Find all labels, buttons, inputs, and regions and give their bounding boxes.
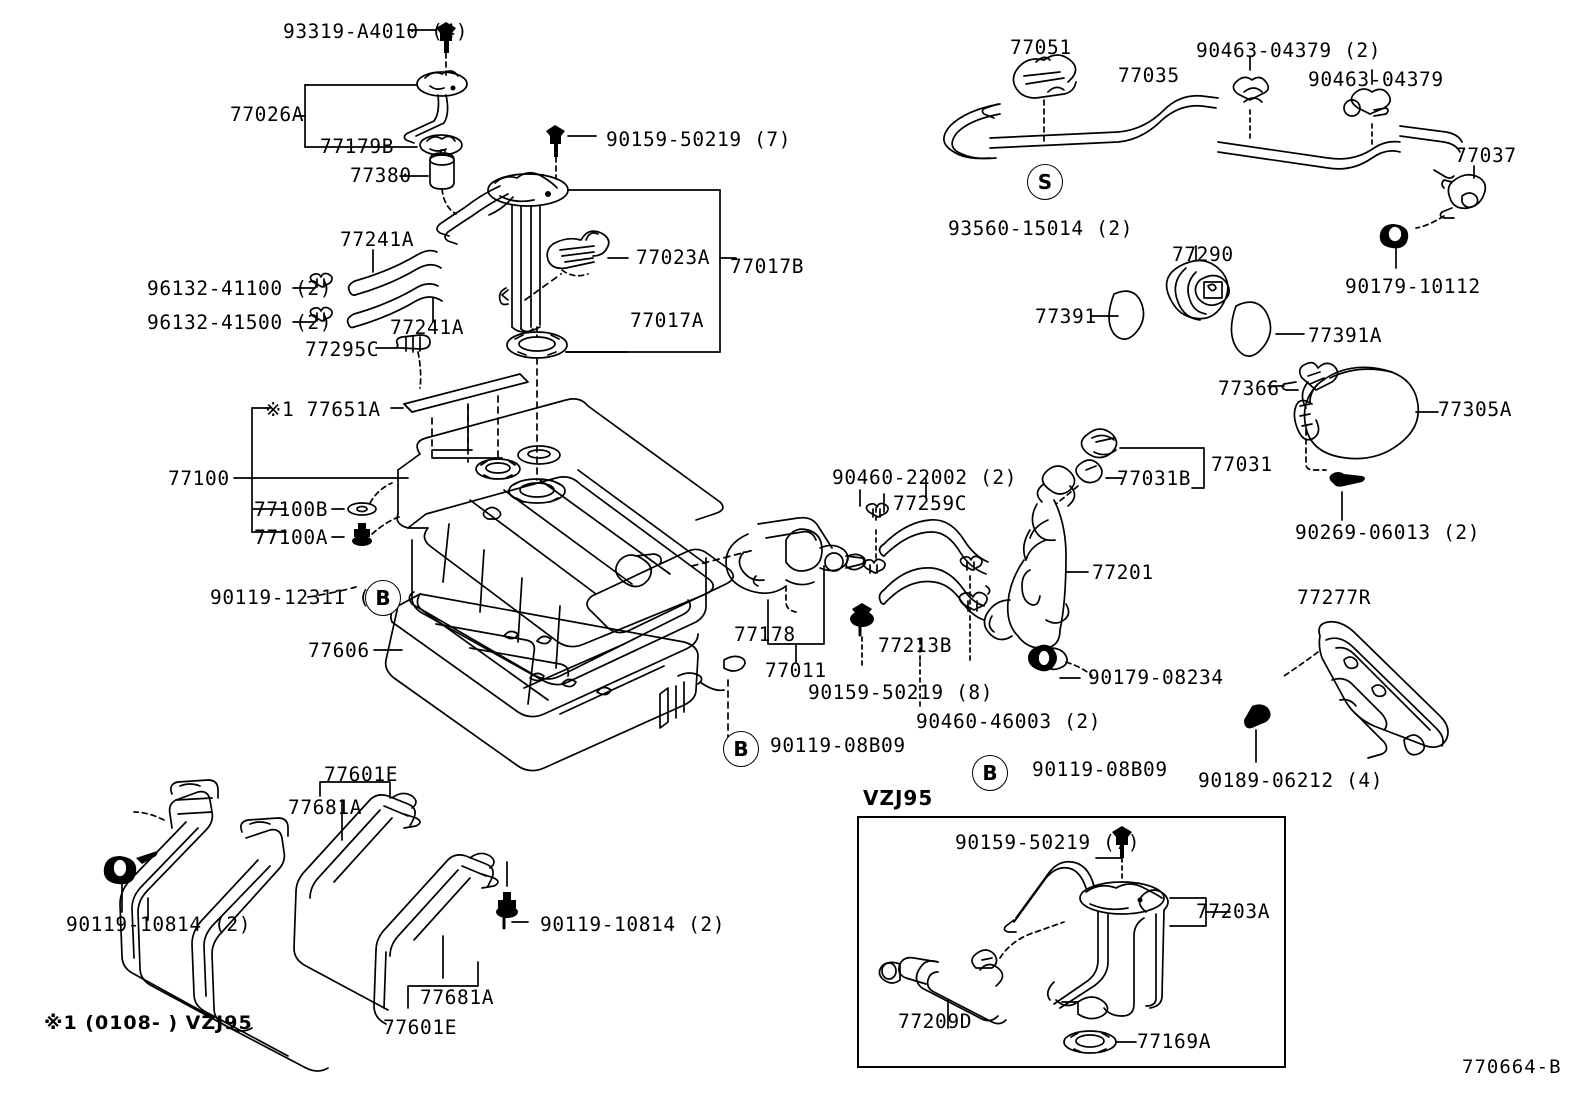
label-77259c: 77259C [893, 492, 968, 515]
label-96132-41100: 96132-41100 (2) [147, 277, 333, 300]
label-77601e-bottom: 77601E [383, 1016, 458, 1039]
label-77017b: 77017B [730, 255, 805, 278]
label-93560-15014: 93560-15014 (2) [948, 217, 1134, 240]
part-77023a-bracket [524, 230, 610, 301]
leader-lines-topleft [295, 29, 436, 177]
label-93319-a4010: 93319-A4010 (4) [283, 20, 469, 43]
label-77031b: 77031B [1117, 467, 1192, 490]
label-77290: 77290 [1172, 243, 1234, 266]
part-77026a-sender-assembly [403, 22, 468, 215]
label-90159-50219-7: 90159-50219 (7) [606, 128, 792, 151]
label-inset-77209d: 77209D [898, 1010, 973, 1033]
label-90119-10814-left: 90119-10814 (2) [66, 913, 252, 936]
part-77011-filler-pipe [725, 516, 867, 613]
label-77178: 77178 [734, 623, 796, 646]
label-90189-06212: 90189-06212 (4) [1198, 769, 1384, 792]
label-77681a-top: 77681A [288, 796, 363, 819]
part-77277r-fuel-lid-pocket [1244, 620, 1449, 763]
part-77035-fuel-lid-cable [943, 54, 1487, 269]
part-77201-filler-inlet-pipe [983, 428, 1118, 677]
leader-lines-cap [1091, 315, 1305, 335]
label-77051: 77051 [1010, 36, 1072, 59]
inset-box-vzj95 [857, 816, 1286, 1068]
label-77277r: 77277R [1297, 586, 1372, 609]
leader-lines-inlet [859, 447, 1205, 679]
label-90119-08b09-right: 90119-08B09 [1032, 758, 1168, 781]
part-77290-fuel-cap [1108, 245, 1272, 357]
label-inset-90159-50219-7: 90159-50219 (7) [955, 831, 1141, 854]
label-90460-22002: 90460-22002 (2) [832, 466, 1018, 489]
label-77031: 77031 [1211, 453, 1273, 476]
label-77100: 77100 [168, 467, 230, 490]
leader-lines-hoses [292, 249, 434, 349]
label-77100a: 77100A [254, 526, 329, 549]
label-77017a: 77017A [630, 309, 705, 332]
label-77037: 77037 [1455, 144, 1517, 167]
inset-title-vzj95: VZJ95 [863, 786, 934, 810]
label-90179-08234: 90179-08234 [1088, 666, 1224, 689]
label-90119-08b09-left: 90119-08B09 [770, 734, 906, 757]
label-90159-50219-8: 90159-50219 (8) [808, 681, 994, 704]
ref-circle-b-left: B [365, 580, 401, 616]
footnote-vzj95: ※1 (0108- ) VZJ95 [44, 1012, 253, 1034]
label-77305a: 77305A [1438, 398, 1513, 421]
label-77241a-upper: 77241A [340, 228, 415, 251]
label-77213b: 77213B [878, 634, 953, 657]
label-90119-12311: 90119-12311 (2) [210, 586, 396, 609]
label-90119-10814-right: 90119-10814 (2) [540, 913, 726, 936]
label-90179-10112: 90179-10112 [1345, 275, 1481, 298]
label-77651a: ※1 77651A [265, 398, 381, 421]
label-77011: 77011 [765, 659, 827, 682]
label-inset-77203a: 77203A [1196, 900, 1271, 923]
label-77380: 77380 [350, 164, 412, 187]
diagram-code: 770664-B [1462, 1056, 1562, 1078]
label-77601e-top: 77601E [324, 763, 399, 786]
leader-lines-pump [565, 135, 737, 353]
part-77100-fuel-tank [396, 357, 755, 686]
label-77391a: 77391A [1308, 324, 1383, 347]
leader-lines-tank [233, 407, 409, 598]
leader-lines-bands [145, 781, 529, 1009]
clamps-filler [850, 502, 991, 707]
label-77201: 77201 [1092, 561, 1154, 584]
leader-lines-filler [767, 565, 825, 663]
label-77100b: 77100B [254, 498, 329, 521]
part-77305a-fuel-lid [1267, 361, 1439, 521]
label-77035: 77035 [1118, 64, 1180, 87]
label-90463-04379: 90463-04379 [1308, 68, 1444, 91]
label-90460-46003: 90460-46003 (2) [916, 710, 1102, 733]
inset-vzj95-artwork [878, 826, 1231, 1054]
ref-circle-s: S [1027, 164, 1063, 200]
ref-circle-b-inlet: B [972, 755, 1008, 791]
label-90269-06013: 90269-06013 (2) [1295, 521, 1481, 544]
ref-circle-b-protector: B [723, 731, 759, 767]
label-96132-41500: 96132-41500 (2) [147, 311, 333, 334]
label-77026a: 77026A [230, 103, 305, 126]
leader-lines-protector [373, 649, 759, 751]
label-77023a: 77023A [636, 246, 711, 269]
part-77241a-hoses [309, 249, 443, 389]
label-inset-77169a: 77169A [1137, 1030, 1212, 1053]
label-90463-04379-2: 90463-04379 (2) [1196, 39, 1382, 62]
label-77295c: 77295C [305, 338, 380, 361]
part-77601e-tank-bands [103, 779, 518, 1072]
label-77241a-lower: 77241A [390, 316, 465, 339]
part-77651a-protector-strip [403, 373, 529, 413]
label-77681a-bottom: 77681A [420, 986, 495, 1009]
label-77391: 77391 [1035, 305, 1097, 328]
part-77100b-77100a [347, 482, 403, 546]
label-77366: 77366 [1218, 377, 1280, 400]
label-77179b: 77179B [320, 135, 395, 158]
label-77606: 77606 [308, 639, 370, 662]
